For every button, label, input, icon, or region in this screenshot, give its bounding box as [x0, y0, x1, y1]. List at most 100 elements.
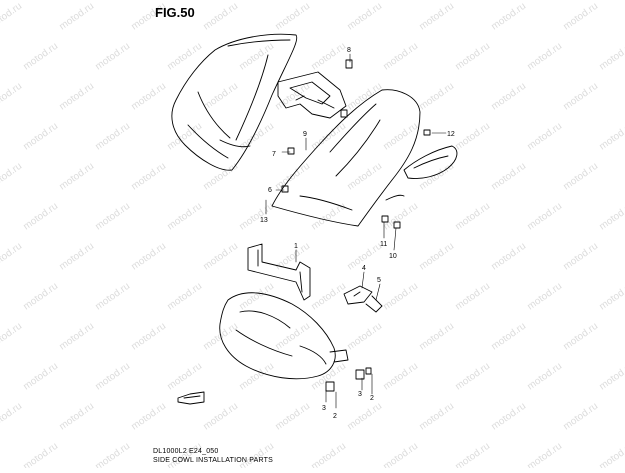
watermark-text: motod.ru	[201, 401, 240, 433]
watermark-text: motod.ru	[21, 441, 60, 468]
watermark-text: motod.ru	[21, 281, 60, 313]
watermark-text: motod.ru	[0, 1, 24, 33]
watermark-text: motod.ru	[561, 161, 600, 193]
watermark-text: motod.ru	[93, 281, 132, 313]
figure-title: FIG.50	[155, 5, 195, 20]
watermark-text: motod.ru	[93, 201, 132, 233]
callout-9: 9	[303, 131, 307, 138]
watermark-text: motod.ru	[57, 81, 96, 113]
watermark-text: motod.ru	[21, 361, 60, 393]
watermark-text: motod.ru	[309, 201, 348, 233]
callout-11: 11	[380, 241, 387, 248]
callout-2a: 2	[333, 413, 337, 420]
watermark-text: motod.ru	[273, 321, 312, 353]
watermark-text: motod.ru	[165, 361, 204, 393]
watermark-text: motod.ru	[273, 1, 312, 33]
watermark-text: motod.ru	[345, 321, 384, 353]
watermark-text: motod.ru	[57, 161, 96, 193]
callout-4: 4	[362, 265, 366, 272]
watermark-text: motod.ru	[597, 41, 625, 73]
callout-5: 5	[377, 277, 381, 284]
watermark-text: motod.ru	[597, 361, 625, 393]
watermark-text: motod.ru	[345, 161, 384, 193]
watermark-text: motod.ru	[453, 281, 492, 313]
watermark-text: motod.ru	[165, 121, 204, 153]
watermark-text: motod.ru	[165, 41, 204, 73]
watermark-text: motod.ru	[0, 241, 24, 273]
watermark-text: motod.ru	[273, 241, 312, 273]
watermark-text: motod.ru	[345, 1, 384, 33]
watermark-text: motod.ru	[237, 281, 276, 313]
diagram-description: SIDE COWL INSTALLATION PARTS	[153, 457, 273, 464]
watermark-text: motod.ru	[93, 361, 132, 393]
watermark-text: motod.ru	[165, 201, 204, 233]
watermark-text: motod.ru	[597, 281, 625, 313]
watermark-text: motod.ru	[0, 401, 24, 433]
watermark-text: motod.ru	[453, 41, 492, 73]
watermark-text: motod.ru	[165, 281, 204, 313]
watermark-text: motod.ru	[417, 1, 456, 33]
watermark-text: motod.ru	[345, 401, 384, 433]
callout-6: 6	[268, 187, 272, 194]
watermark-text: motod.ru	[489, 241, 528, 273]
watermark-text: motod.ru	[237, 121, 276, 153]
watermark-text: motod.ru	[489, 401, 528, 433]
small-cover	[403, 145, 458, 179]
watermark-text: motod.ru	[381, 281, 420, 313]
small-stay	[343, 285, 383, 313]
leader-lines	[265, 53, 447, 409]
watermark-text: motod.ru	[201, 241, 240, 273]
callout-7: 7	[272, 151, 276, 158]
callout-3a: 3	[322, 405, 326, 412]
watermark-text: motod.ru	[489, 161, 528, 193]
watermark-text: motod.ru	[597, 201, 625, 233]
watermark-text: motod.ru	[561, 1, 600, 33]
watermark-text: motod.ru	[417, 401, 456, 433]
watermark-text: motod.ru	[237, 201, 276, 233]
model-code: DL1000L2 E24_050	[153, 448, 219, 455]
watermark-text: motod.ru	[525, 41, 564, 73]
under-cowl	[219, 292, 349, 380]
watermark-text: motod.ru	[309, 281, 348, 313]
watermark-text: motod.ru	[309, 441, 348, 468]
watermark-text: motod.ru	[309, 121, 348, 153]
left-side-cowl	[171, 33, 298, 171]
watermark-text: motod.ru	[561, 241, 600, 273]
watermark-text: motod.ru	[129, 321, 168, 353]
watermark-text: motod.ru	[129, 241, 168, 273]
watermark-text: motod.ru	[489, 1, 528, 33]
watermark-text: motod.ru	[561, 81, 600, 113]
watermark-text: motod.ru	[201, 81, 240, 113]
watermark-text: motod.ru	[0, 321, 24, 353]
watermark-text: motod.ru	[21, 41, 60, 73]
watermark-text: motod.ru	[237, 361, 276, 393]
lower-bracket	[247, 243, 311, 301]
watermark-text: motod.ru	[561, 401, 600, 433]
watermark-text: motod.ru	[129, 401, 168, 433]
watermark-text: motod.ru	[525, 121, 564, 153]
watermark-text: motod.ru	[57, 241, 96, 273]
watermark-text: motod.ru	[453, 361, 492, 393]
watermark-text: motod.ru	[201, 161, 240, 193]
watermark-text: motod.ru	[489, 321, 528, 353]
watermark-text: motod.ru	[453, 121, 492, 153]
watermark-text: motod.ru	[381, 201, 420, 233]
callout-12: 12	[447, 131, 455, 138]
watermark-text: motod.ru	[309, 41, 348, 73]
watermark-text: motod.ru	[129, 81, 168, 113]
watermark-text: motod.ru	[417, 81, 456, 113]
watermark-text: motod.ru	[273, 161, 312, 193]
watermark-text: motod.ru	[129, 161, 168, 193]
watermark-text: motod.ru	[57, 321, 96, 353]
callout-2b: 2	[370, 395, 374, 402]
watermark-text: motod.ru	[381, 41, 420, 73]
callout-13: 13	[260, 217, 268, 224]
callout-8: 8	[347, 47, 351, 54]
watermark-text: motod.ru	[273, 401, 312, 433]
watermark-text: motod.ru	[0, 81, 24, 113]
callout-labels: 1 2 2 3 3 4 5 6 7 8 9 10 11 12 13	[260, 47, 455, 420]
watermark-text: motod.ru	[21, 121, 60, 153]
